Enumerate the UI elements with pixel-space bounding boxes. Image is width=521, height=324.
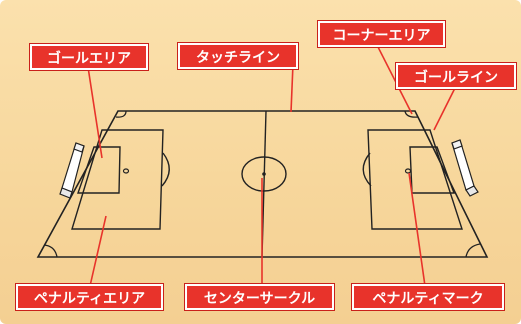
corner-arc-top-right: [404, 110, 419, 118]
left-penalty-mark: [122, 168, 130, 174]
label-penalty-area: ペナルティエリア: [15, 283, 164, 311]
right-penalty-arc: [362, 152, 372, 187]
label-goal-line: ゴールライン: [395, 62, 517, 90]
left-goal-top: [73, 142, 85, 153]
label-center-circle: センターサークル: [184, 283, 335, 311]
label-corner-area: コーナーエリア: [317, 20, 446, 48]
leader-touch-line: [290, 63, 294, 113]
left-goal-area: [77, 146, 121, 194]
right-goal-top: [451, 139, 463, 150]
right-penalty-area: [367, 129, 463, 230]
center-spot: [262, 172, 266, 176]
left-penalty-area: [71, 129, 164, 230]
leader-goal-line: [433, 85, 457, 131]
leader-goal-area: [87, 66, 103, 159]
corner-arc-bottom-right: [465, 243, 481, 258]
corner-arc-bottom-left: [43, 244, 58, 258]
leader-corner-area: [376, 44, 413, 115]
right-goal-area: [409, 146, 456, 194]
label-penalty-mark: ペナルティマーク: [351, 283, 505, 311]
left-penalty-arc: [161, 152, 170, 187]
right-goal-side: [465, 185, 479, 197]
corner-arc-top-left: [115, 110, 127, 118]
center-circle: [241, 156, 287, 192]
leader-penalty-area: [89, 215, 107, 287]
left-goal-side: [59, 187, 73, 199]
leader-penalty-mark: [408, 172, 426, 287]
label-touch-line: タッチライン: [177, 42, 299, 70]
label-goal-area: ゴールエリア: [29, 43, 149, 71]
right-penalty-mark: [404, 168, 412, 174]
field-outline: [36, 110, 489, 258]
